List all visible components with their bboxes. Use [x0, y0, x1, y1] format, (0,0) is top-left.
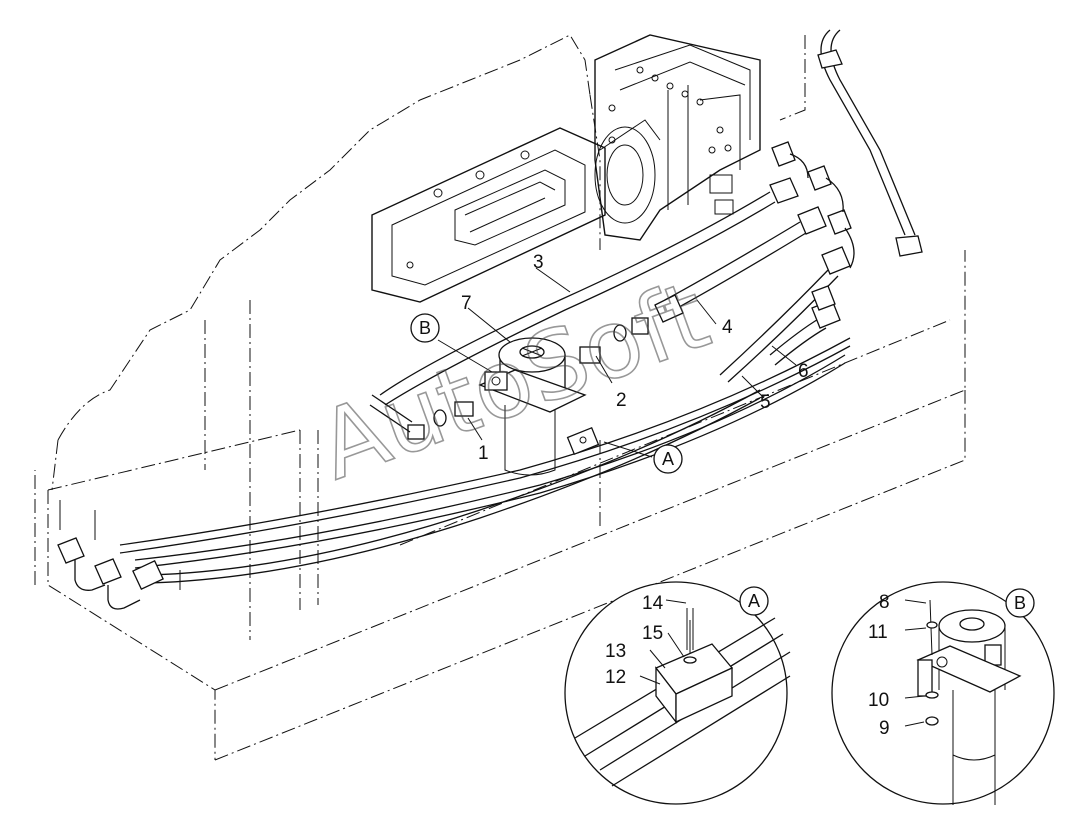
view-letter-b-detail: B	[1014, 593, 1026, 613]
callout-13: 13	[605, 641, 626, 662]
callout-12: 12	[605, 667, 626, 688]
lower-left-fittings	[57, 500, 181, 610]
view-label-a-detail: A	[739, 586, 769, 616]
detail-view-b	[831, 581, 1055, 805]
hose-4	[654, 206, 827, 323]
callout-1: 1	[478, 443, 489, 464]
view-letter-b-main: B	[419, 318, 431, 338]
callout-5: 5	[760, 392, 771, 413]
elbow-fittings	[771, 141, 855, 311]
callout-6: 6	[798, 361, 809, 382]
connectors	[369, 317, 649, 440]
view-label-a-main: A	[653, 444, 683, 474]
callout-15: 15	[642, 623, 663, 644]
callout-8: 8	[879, 592, 890, 613]
view-label-b-detail: B	[1005, 588, 1035, 618]
view-letter-a-main: A	[662, 449, 674, 469]
hose-3	[379, 177, 799, 406]
leader-lines	[437, 267, 797, 458]
cab-phantom-outline	[51, 34, 806, 491]
view-label-b-main: B	[410, 313, 440, 343]
callout-10: 10	[868, 690, 889, 711]
view-letter-a-detail: A	[748, 591, 760, 611]
return-hose-upper	[817, 29, 923, 257]
hose-5-6	[719, 246, 851, 383]
detail-view-a	[564, 581, 791, 805]
callout-7: 7	[461, 293, 472, 314]
hose-bundle	[119, 337, 851, 584]
clamp-a	[566, 426, 600, 456]
callout-9: 9	[879, 718, 890, 739]
inspection-cover	[371, 127, 606, 303]
callout-2: 2	[616, 390, 627, 411]
filter-assembly	[478, 337, 587, 476]
callout-14: 14	[642, 593, 664, 614]
transmission-housing	[594, 34, 761, 241]
callout-11: 11	[868, 622, 888, 643]
callout-3: 3	[533, 252, 544, 273]
callout-4: 4	[722, 317, 733, 338]
